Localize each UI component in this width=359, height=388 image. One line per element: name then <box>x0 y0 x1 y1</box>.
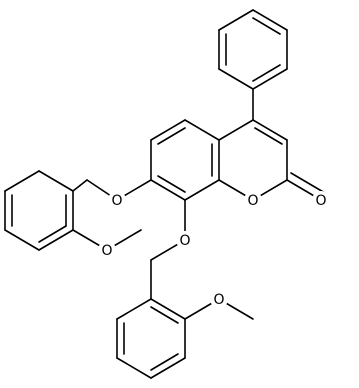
ether-oxygen-7-label: O <box>111 193 122 209</box>
upper-methoxybenzyloxy <box>4 170 152 251</box>
atom-labels: O O O O O O <box>98 191 330 308</box>
double-bond-inner <box>150 306 179 324</box>
bond <box>150 179 186 201</box>
double-bond-inner <box>252 17 281 35</box>
bond <box>4 229 40 251</box>
methoxy-oxygen-upper-label: O <box>101 243 112 259</box>
bond <box>252 119 288 141</box>
bond <box>252 9 288 31</box>
bond <box>38 170 74 192</box>
bond <box>150 298 186 320</box>
double-bond-inner <box>252 64 281 82</box>
ring-oxygen-label: O <box>247 193 258 209</box>
ether-oxygen-8-label: O <box>179 233 190 249</box>
bond <box>218 119 254 141</box>
bond <box>72 179 88 192</box>
bond <box>150 119 186 141</box>
bond <box>252 68 288 90</box>
carbonyl-oxygen-label: O <box>315 193 326 209</box>
bond <box>116 298 152 320</box>
bond <box>184 119 220 141</box>
double-bond-inner <box>38 225 67 243</box>
bond <box>218 68 254 90</box>
phenyl-ring <box>218 9 288 90</box>
double-bond-inner <box>290 172 326 194</box>
double-bond-inner <box>157 175 186 193</box>
bond <box>116 357 152 379</box>
bond <box>184 179 220 201</box>
bond <box>4 170 40 192</box>
bond <box>150 357 186 379</box>
double-bond-inner <box>150 353 179 371</box>
lower-methoxybenzyloxy <box>116 199 254 379</box>
methoxy-oxygen-lower-label: O <box>213 292 224 308</box>
double-bond-inner <box>254 127 283 145</box>
bond <box>38 229 74 251</box>
double-bond-inner <box>157 127 186 145</box>
bond <box>218 9 254 31</box>
coumarin-core <box>150 88 326 201</box>
